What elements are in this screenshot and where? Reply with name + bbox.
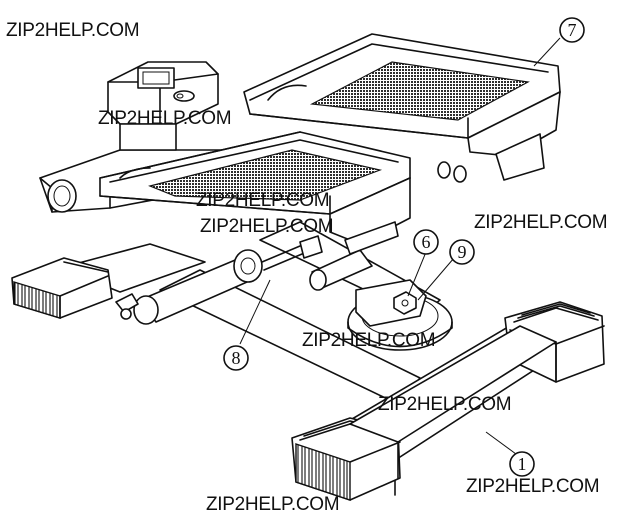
callout-8-label: 8: [232, 348, 241, 368]
callout-1: 1: [509, 451, 535, 477]
watermark-text: ZIP2HELP.COM: [378, 394, 511, 415]
left-step-pedal: [99, 131, 411, 255]
watermark-text: ZIP2HELP.COM: [206, 494, 339, 515]
watermark-text: ZIP2HELP.COM: [196, 190, 329, 211]
watermark-text: ZIP2HELP.COM: [6, 20, 139, 41]
hydraulic-cylinder-right: [309, 249, 373, 291]
pulley-assembly: [347, 279, 453, 351]
watermark-text: ZIP2HELP.COM: [474, 212, 607, 233]
watermark-text: ZIP2HELP.COM: [302, 330, 435, 351]
watermark-text: ZIP2HELP.COM: [466, 476, 599, 497]
display-console: [107, 61, 219, 151]
watermark-text: ZIP2HELP.COM: [98, 108, 231, 129]
right-step-pedal: [243, 33, 561, 183]
front-foot-left: [291, 325, 557, 501]
watermarks: ZIP2HELP.COM ZIP2HELP.COM ZIP2HELP.COM Z…: [6, 20, 608, 515]
rear-foot-left: [11, 257, 113, 319]
callout-6-label: 6: [422, 232, 431, 252]
callout-6: 6: [413, 229, 439, 255]
callout-8: 8: [223, 345, 249, 371]
leader-lines: [239, 37, 561, 455]
callout-1-label: 1: [518, 454, 527, 474]
callout-7-label: 7: [568, 20, 577, 40]
hydraulic-cylinder: [115, 235, 323, 325]
callout-7: 7: [559, 17, 585, 43]
callout-9: 9: [449, 239, 475, 265]
watermark-text: ZIP2HELP.COM: [200, 216, 333, 237]
callout-9-label: 9: [458, 242, 467, 262]
